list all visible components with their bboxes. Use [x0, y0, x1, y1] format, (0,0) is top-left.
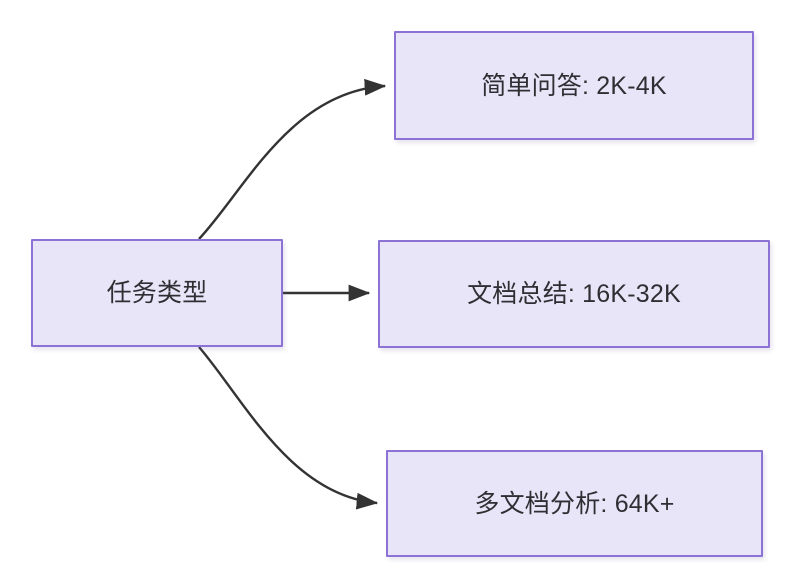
node-label: 简单问答: 2K-4K — [481, 71, 667, 100]
edge-source-to-simple-qa — [198, 78, 387, 240]
node-simple-qa[interactable]: 简单问答: 2K-4K — [394, 31, 754, 140]
node-document-summary[interactable]: 文档总结: 16K-32K — [378, 240, 770, 348]
node-multi-document-analysis[interactable]: 多文档分析: 64K+ — [386, 450, 763, 557]
node-label: 文档总结: 16K-32K — [467, 280, 681, 308]
edge-source-to-multi-doc — [198, 346, 379, 510]
node-task-type[interactable]: 任务类型 — [31, 239, 283, 347]
node-label: 任务类型 — [106, 279, 208, 307]
node-label: 多文档分析: 64K+ — [474, 489, 675, 518]
